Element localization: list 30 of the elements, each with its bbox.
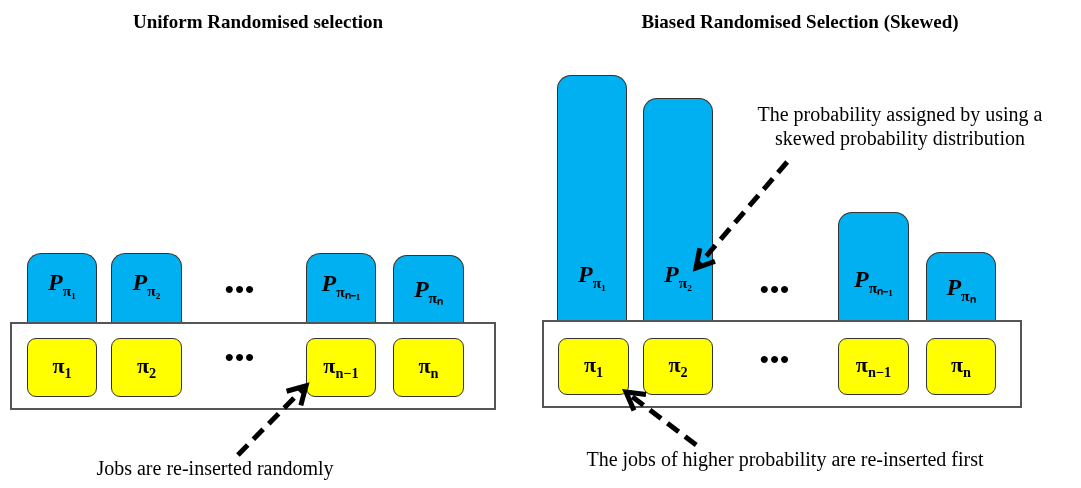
probability-bar: P$_{πₙ}$ [393, 255, 464, 322]
probability-bar: P$_{π₂}$ [111, 253, 182, 322]
probability-bar: P$_{π₂}$ [643, 98, 713, 320]
dashed-arrow [693, 160, 790, 271]
job-box: π$_{n−1}$ [838, 338, 909, 395]
panel-title: Biased Randomised Selection (Skewed) [641, 11, 959, 33]
dashed-arrow [623, 389, 698, 447]
annotation-text: Jobs are re-inserted randomly [70, 455, 360, 481]
panel-title: Uniform Randomised selection [132, 11, 384, 33]
job-box: π$_{n−1}$ [306, 338, 376, 397]
annotation-text: The jobs of higher probability are re-inserted first [545, 445, 1025, 473]
ellipsis: ••• [224, 343, 256, 373]
probability-bar: P$_{πₙ}$ [926, 252, 996, 320]
ellipsis: ••• [759, 275, 791, 305]
dashed-arrow [236, 383, 309, 457]
job-box: π$_{2}$ [643, 338, 713, 395]
probability-bar: P$_{π₁}$ [557, 75, 627, 320]
job-box: π$_{1}$ [27, 338, 97, 397]
frame-box [542, 320, 1022, 408]
ellipsis: ••• [224, 275, 256, 305]
annotation-text: The probability assigned by using a skewed probability distribution [735, 90, 1065, 162]
job-box: π$_{n}$ [926, 338, 996, 395]
probability-bar: P$_{π₁}$ [27, 253, 97, 322]
probability-bar: P$_{πₙ₋₁}$ [838, 212, 909, 320]
job-box: π$_{2}$ [111, 338, 182, 397]
ellipsis: ••• [759, 345, 791, 375]
frame-box [10, 322, 496, 410]
job-box: π$_{n}$ [393, 338, 464, 397]
job-box: π$_{1}$ [558, 338, 629, 395]
probability-bar: P$_{πₙ₋₁}$ [306, 253, 376, 322]
